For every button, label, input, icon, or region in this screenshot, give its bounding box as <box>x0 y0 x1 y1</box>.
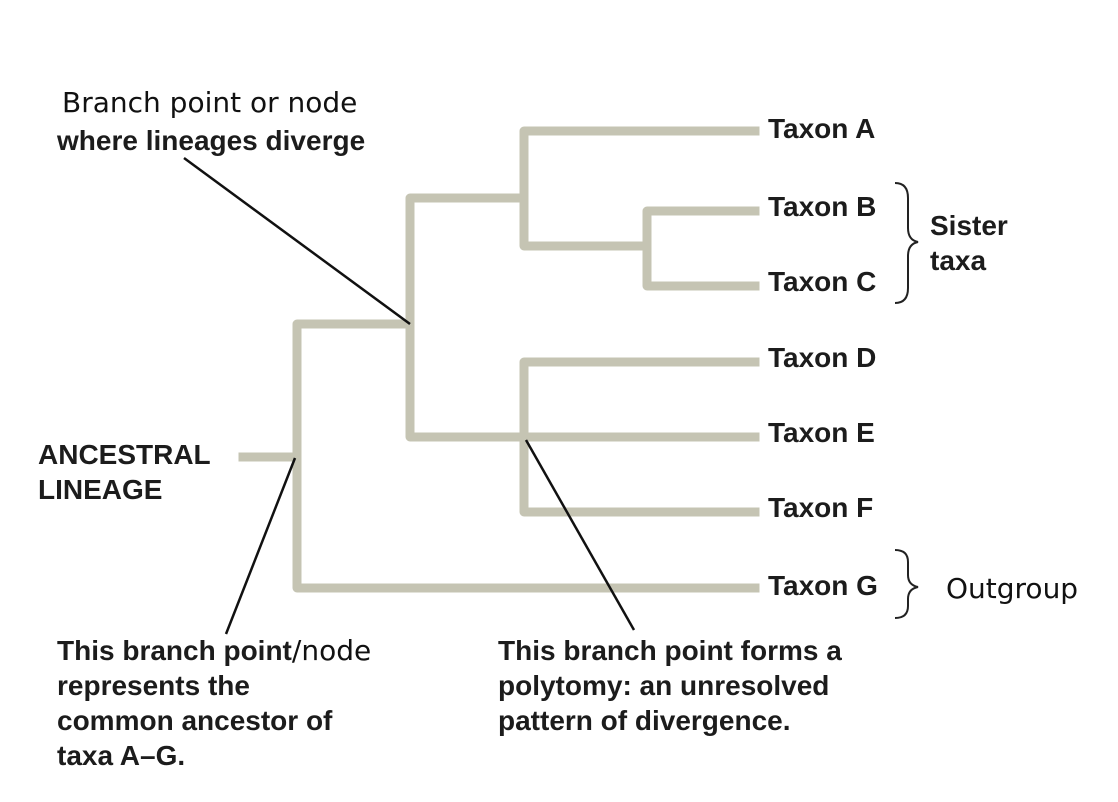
root-note-line1-bold: This branch point <box>57 635 292 666</box>
root-node-pointer-line <box>224 457 297 635</box>
node-pointer-line <box>183 156 411 326</box>
root-node-note: This branch point/node represents the co… <box>57 634 371 771</box>
polytomy-note-line3: pattern of divergence. <box>498 705 791 736</box>
taxon-label-g: Taxon G <box>768 570 878 601</box>
polytomy-note-line2: polytomy: an unresolved <box>498 670 829 701</box>
root-note-line1: This branch point/node <box>57 634 371 667</box>
tree-branches <box>238 126 760 593</box>
sister-taxa-line2: taxa <box>930 245 986 276</box>
root-note-line3: common ancestor of <box>57 705 333 736</box>
polytomy-note-line1: This branch point forms a <box>498 635 842 666</box>
polytomy-note: This branch point forms a polytomy: an u… <box>498 635 842 736</box>
taxon-labels: Taxon A Taxon B Taxon C Taxon D Taxon E … <box>768 113 878 601</box>
sister-taxa-brace <box>894 182 919 304</box>
taxon-label-d: Taxon D <box>768 342 876 373</box>
taxon-label-f: Taxon F <box>768 492 873 523</box>
polytomy-pointer-line <box>524 439 636 631</box>
root-note-line4: taxa A–G. <box>57 740 185 771</box>
ancestral-label-line1: ANCESTRAL <box>38 439 211 470</box>
root-note-line2: represents the <box>57 670 250 701</box>
node-bc-branch <box>642 206 760 291</box>
root-node-branch <box>292 319 760 593</box>
ancestral-label-line2: LINEAGE <box>38 474 162 505</box>
polytomy-node-branch <box>519 357 760 517</box>
taxon-label-a: Taxon A <box>768 113 875 144</box>
taxon-label-b: Taxon B <box>768 191 876 222</box>
taxon-label-e: Taxon E <box>768 417 875 448</box>
node-abcdef-branch <box>405 193 760 442</box>
node-label-line2: where lineages diverge <box>56 125 365 156</box>
sister-taxa-line1: Sister <box>930 210 1008 241</box>
outgroup-brace <box>894 549 919 619</box>
outgroup-label: Outgroup <box>946 572 1078 605</box>
node-abc-branch <box>519 126 760 251</box>
root-note-line1-tail: /node <box>292 634 371 667</box>
node-label-line1: Branch point or node <box>62 86 357 119</box>
taxon-label-c: Taxon C <box>768 266 876 297</box>
